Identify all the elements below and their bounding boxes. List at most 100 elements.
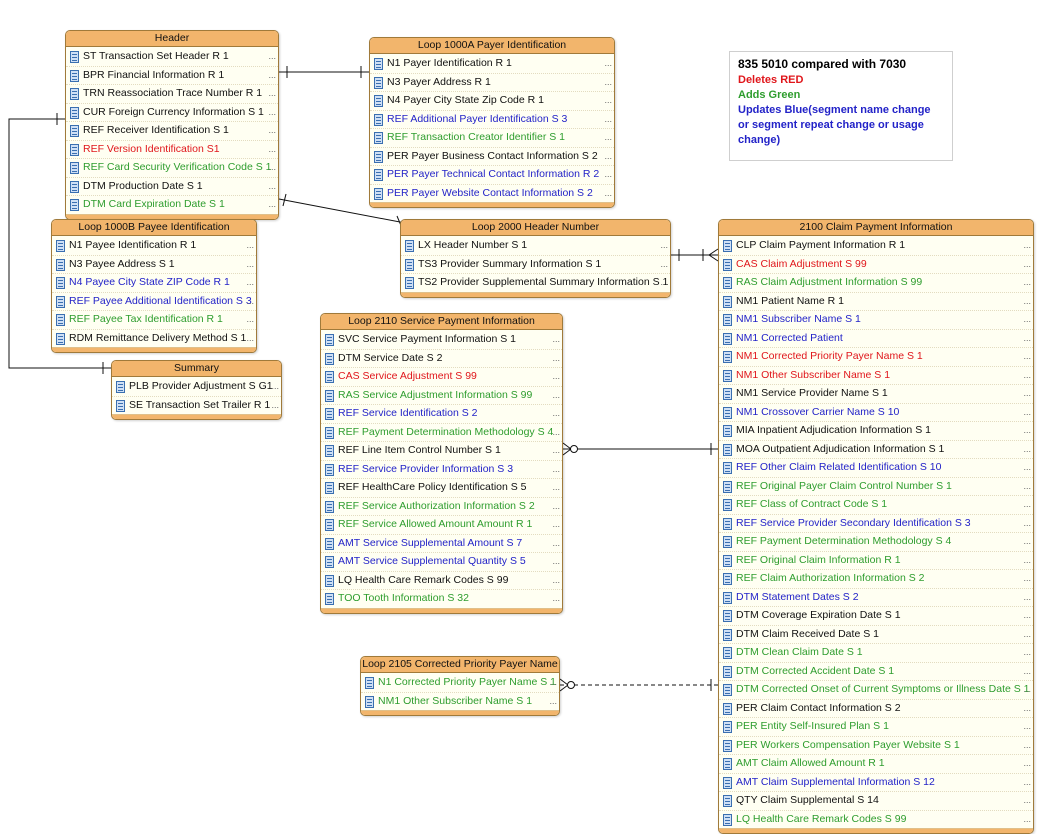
segment-row[interactable]: N1 Payer Identification R 1...: [370, 55, 614, 74]
segment-label: REF Original Claim Information R 1: [736, 553, 901, 566]
segment-icon: [723, 702, 732, 715]
segment-icon: [723, 258, 732, 271]
segment-row[interactable]: REF Payee Tax Identification R 1...: [52, 311, 256, 330]
segment-row[interactable]: TS2 Provider Supplemental Summary Inform…: [401, 274, 670, 292]
segment-row[interactable]: DTM Service Date S 2...: [321, 350, 562, 368]
segment-row[interactable]: DTM Statement Dates S 2...: [719, 589, 1033, 607]
segment-row[interactable]: N1 Corrected Priority Payer Name S 1...: [361, 674, 559, 693]
segment-row[interactable]: RAS Service Adjustment Information S 99.…: [321, 387, 562, 405]
segment-row[interactable]: MIA Inpatient Adjudication Information S…: [719, 422, 1033, 441]
segment-row[interactable]: N1 Payee Identification R 1...: [52, 237, 256, 256]
segment-row[interactable]: REF Card Security Verification Code S 1.…: [66, 159, 278, 178]
entity-summary[interactable]: Summary PLB Provider Adjustment S G1...S…: [111, 360, 282, 420]
segment-row[interactable]: CUR Foreign Currency Information S 1...: [66, 104, 278, 122]
segment-row[interactable]: REF Service Identification S 2...: [321, 405, 562, 424]
segment-row[interactable]: REF Service Authorization Information S …: [321, 498, 562, 516]
segment-row[interactable]: REF Receiver Identification S 1...: [66, 122, 278, 141]
segment-row[interactable]: SVC Service Payment Information S 1...: [321, 331, 562, 350]
segment-row[interactable]: PER Payer Business Contact Information S…: [370, 148, 614, 166]
ellipsis-icon: ...: [1023, 480, 1031, 491]
segment-label: PLB Provider Adjustment S G1: [129, 380, 273, 392]
segment-row[interactable]: NM1 Corrected Patient...: [719, 330, 1033, 348]
segment-row[interactable]: N4 Payee City State ZIP Code R 1...: [52, 274, 256, 293]
segment-row[interactable]: CAS Service Adjustment S 99...: [321, 368, 562, 387]
segment-row[interactable]: REF Line Item Control Number S 1...: [321, 442, 562, 461]
segment-row[interactable]: REF Service Provider Information S 3...: [321, 461, 562, 479]
segment-row[interactable]: BPR Financial Information R 1...: [66, 67, 278, 85]
segment-row[interactable]: AMT Claim Supplemental Information S 12.…: [719, 774, 1033, 792]
entity-loop-1000b[interactable]: Loop 1000B Payee Identification N1 Payee…: [51, 219, 257, 353]
segment-row[interactable]: REF Additional Payer Identification S 3.…: [370, 111, 614, 129]
segment-row[interactable]: MOA Outpatient Adjudication Information …: [719, 441, 1033, 459]
segment-row[interactable]: NM1 Patient Name R 1...: [719, 293, 1033, 311]
segment-row[interactable]: PER Entity Self-Insured Plan S 1...: [719, 718, 1033, 737]
segment-row[interactable]: RAS Claim Adjustment Information S 99...: [719, 274, 1033, 293]
segment-row[interactable]: TRN Reassociation Trace Number R 1...: [66, 85, 278, 104]
segment-row[interactable]: DTM Coverage Expiration Date S 1...: [719, 607, 1033, 626]
segment-row[interactable]: PER Payer Technical Contact Information …: [370, 166, 614, 185]
segment-row[interactable]: NM1 Crossover Carrier Name S 10...: [719, 404, 1033, 422]
entity-loop-2100[interactable]: 2100 Claim Payment Information CLP Claim…: [718, 219, 1034, 834]
entity-loop-2105[interactable]: Loop 2105 Corrected Priority Payer Name …: [360, 656, 560, 716]
segment-row[interactable]: REF Class of Contract Code S 1...: [719, 496, 1033, 515]
segment-row[interactable]: REF Payment Determination Methodology S …: [321, 424, 562, 442]
segment-row[interactable]: LX Header Number S 1...: [401, 237, 670, 256]
segment-row[interactable]: PLB Provider Adjustment S G1...: [112, 378, 281, 397]
segment-row[interactable]: DTM Corrected Accident Date S 1...: [719, 663, 1033, 681]
segment-row[interactable]: REF Claim Authorization Information S 2.…: [719, 570, 1033, 589]
segment-row[interactable]: NM1 Other Subscriber Name S 1...: [361, 693, 559, 711]
segment-row[interactable]: DTM Card Expiration Date S 1...: [66, 196, 278, 214]
segment-row[interactable]: REF Original Payer Claim Control Number …: [719, 478, 1033, 496]
segment-row[interactable]: RDM Remittance Delivery Method S 1...: [52, 330, 256, 348]
segment-row[interactable]: QTY Claim Supplemental S 14...: [719, 792, 1033, 811]
segment-row[interactable]: LQ Health Care Remark Codes S 99...: [321, 572, 562, 590]
segment-row[interactable]: REF Payment Determination Methodology S …: [719, 533, 1033, 552]
ellipsis-icon: ...: [604, 76, 612, 87]
segment-row[interactable]: AMT Service Supplemental Quantity S 5...: [321, 553, 562, 572]
segment-row[interactable]: NM1 Other Subscriber Name S 1...: [719, 367, 1033, 385]
segment-icon: [723, 388, 732, 400]
ellipsis-icon: ...: [604, 95, 612, 105]
segment-row[interactable]: AMT Service Supplemental Amount S 7...: [321, 535, 562, 553]
segment-row[interactable]: DTM Claim Received Date S 1...: [719, 626, 1033, 644]
segment-row[interactable]: N3 Payer Address R 1...: [370, 74, 614, 92]
connector-2000-to-2100: [671, 248, 719, 262]
segment-row[interactable]: DTM Corrected Onset of Current Symptoms …: [719, 681, 1033, 700]
segment-row[interactable]: REF Transaction Creator Identifier S 1..…: [370, 129, 614, 148]
segment-row[interactable]: CLP Claim Payment Information R 1...: [719, 237, 1033, 256]
segment-row[interactable]: DTM Clean Claim Date S 1...: [719, 644, 1033, 663]
segment-row[interactable]: REF Original Claim Information R 1...: [719, 552, 1033, 570]
segment-row[interactable]: N4 Payer City State Zip Code R 1...: [370, 92, 614, 111]
segment-row[interactable]: DTM Production Date S 1...: [66, 178, 278, 196]
segment-row[interactable]: AMT Claim Allowed Amount R 1...: [719, 755, 1033, 774]
segment-row[interactable]: REF Service Allowed Amount Amount R 1...: [321, 516, 562, 535]
segment-row[interactable]: PER Claim Contact Information S 2...: [719, 700, 1033, 718]
entity-title: 2100 Claim Payment Information: [719, 220, 1033, 236]
segment-row[interactable]: REF Version Identification S1...: [66, 141, 278, 159]
segment-row[interactable]: TOO Tooth Information S 32...: [321, 590, 562, 608]
segment-row[interactable]: SE Transaction Set Trailer R 1...: [112, 397, 281, 415]
segment-label: CAS Service Adjustment S 99: [338, 370, 477, 382]
segment-row[interactable]: PER Workers Compensation Payer Website S…: [719, 737, 1033, 755]
segment-row[interactable]: N3 Payee Address S 1...: [52, 256, 256, 274]
segment-icon: [325, 537, 334, 550]
segment-row[interactable]: REF Service Provider Secondary Identific…: [719, 515, 1033, 533]
segment-row[interactable]: NM1 Subscriber Name S 1...: [719, 311, 1033, 330]
segment-row[interactable]: REF HealthCare Policy Identification S 5…: [321, 479, 562, 498]
entity-loop-2110[interactable]: Loop 2110 Service Payment Information SV…: [320, 313, 563, 614]
segment-row[interactable]: LQ Health Care Remark Codes S 99...: [719, 811, 1033, 829]
segment-row[interactable]: NM1 Service Provider Name S 1...: [719, 385, 1033, 404]
segment-row[interactable]: REF Other Claim Related Identification S…: [719, 459, 1033, 478]
segment-row[interactable]: REF Payee Additional Identification S 3.…: [52, 293, 256, 311]
segment-row[interactable]: PER Payer Website Contact Information S …: [370, 185, 614, 203]
entity-loop-2000[interactable]: Loop 2000 Header Number LX Header Number…: [400, 219, 671, 298]
segment-icon: [56, 277, 65, 289]
segment-row[interactable]: NM1 Corrected Priority Payer Name S 1...: [719, 348, 1033, 367]
segment-row[interactable]: TS3 Provider Summary Information S 1...: [401, 256, 670, 274]
segment-row[interactable]: ST Transaction Set Header R 1...: [66, 48, 278, 67]
entity-loop-1000a[interactable]: Loop 1000A Payer Identification N1 Payer…: [369, 37, 615, 208]
segment-label: N4 Payer City State Zip Code R 1: [387, 94, 544, 106]
entity-header[interactable]: Header ST Transaction Set Header R 1...B…: [65, 30, 279, 220]
segment-row[interactable]: CAS Claim Adjustment S 99...: [719, 256, 1033, 274]
ellipsis-icon: ...: [1023, 721, 1031, 731]
